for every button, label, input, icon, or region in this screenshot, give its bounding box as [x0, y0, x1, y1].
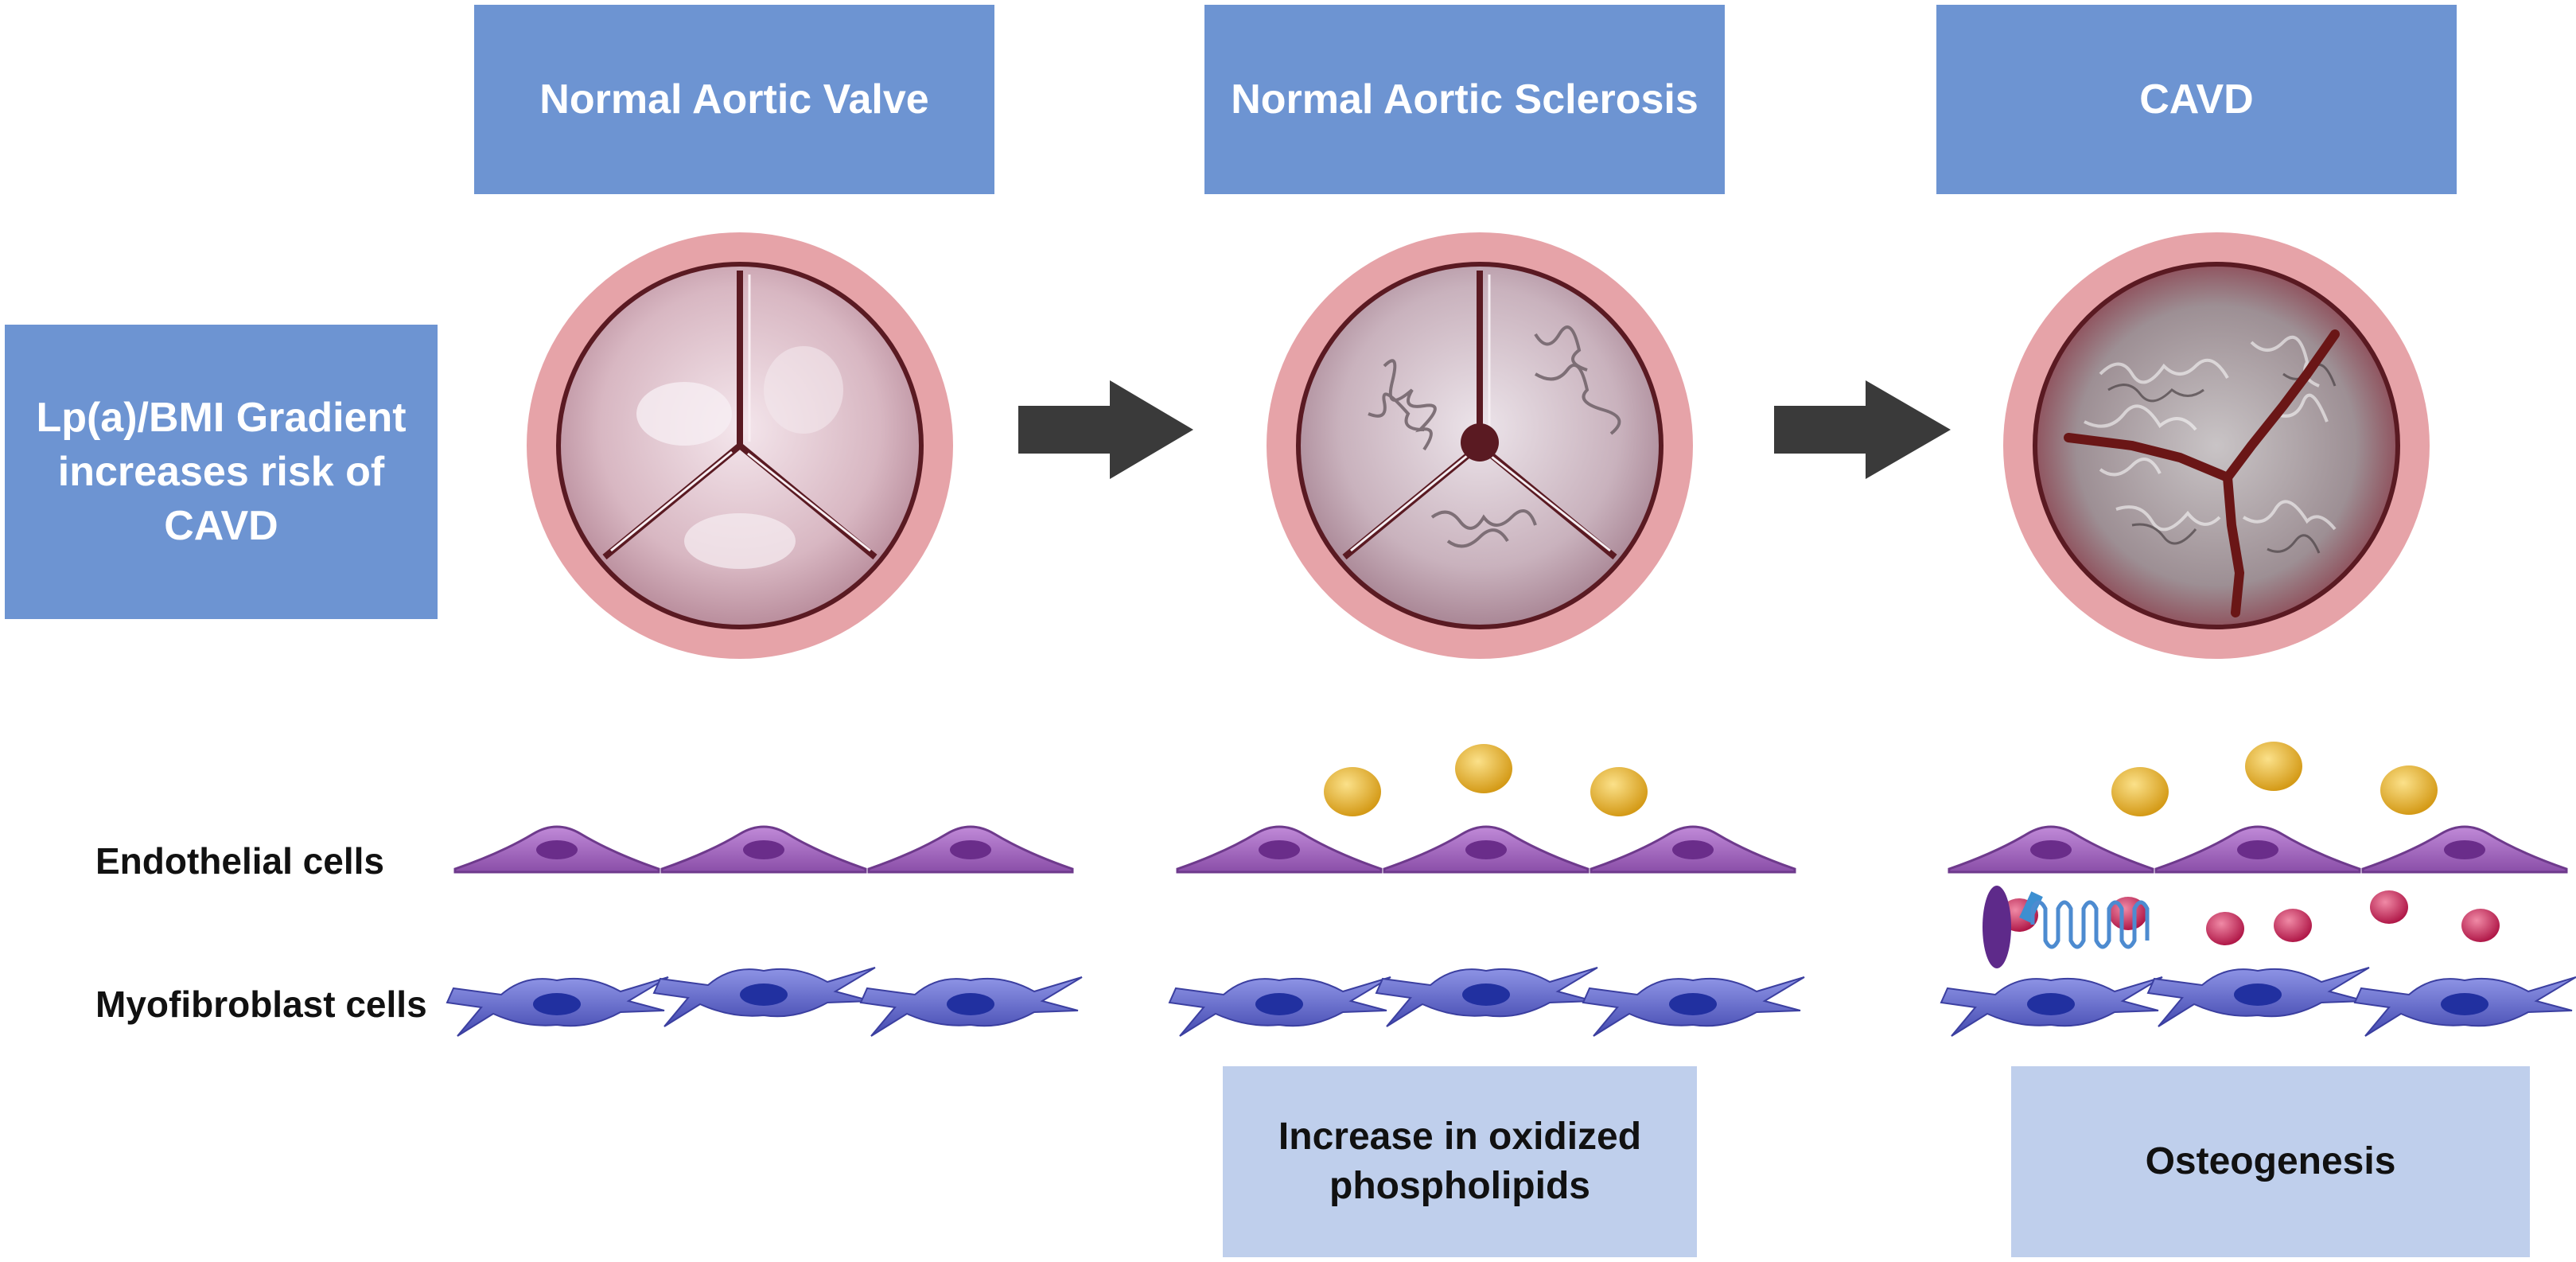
stage-header-sclerosis: Normal Aortic Sclerosis [1204, 5, 1725, 194]
stage-header-normal-valve: Normal Aortic Valve [474, 5, 994, 194]
lipid-particle [2245, 742, 2302, 791]
endothelial-cell [2154, 825, 2361, 874]
endothelial-cell [2361, 825, 2568, 874]
lipid-particle [2111, 767, 2169, 816]
osteogenesis-note: Osteogenesis [2011, 1066, 2530, 1257]
valve-sclerosis [1267, 232, 1693, 659]
membrane-receptor-icon [1983, 886, 2150, 968]
myofibroblast-cell [1375, 967, 1598, 1027]
lipid-particle [1455, 744, 1512, 793]
osteogenic-particle [2274, 909, 2312, 942]
myofibroblast-cells [446, 967, 2576, 1037]
osteogenic-particle [2370, 890, 2408, 924]
myofibroblast-row-label: Myofibroblast cells [95, 984, 427, 1025]
endothelial-cells [453, 825, 2568, 874]
lipid-particle [2380, 765, 2438, 815]
osteogenic-particle [2461, 909, 2500, 942]
myofibroblast-cell [1582, 976, 1805, 1037]
osteogenic-particles [2000, 890, 2500, 945]
endothelial-cell [1948, 825, 2154, 874]
myofibroblast-cell [2146, 967, 2370, 1027]
valve-normal [527, 232, 953, 659]
myofibroblast-cell [859, 976, 1083, 1037]
stage-header-cavd: CAVD [1936, 5, 2457, 194]
valve-cavd [2003, 232, 2430, 659]
endothelial-cell [1383, 825, 1590, 874]
myofibroblast-cell [652, 967, 876, 1027]
endothelial-cell [453, 825, 660, 874]
arrow-right-icon [1018, 380, 1193, 479]
oxidized-phospholipids-note: Increase in oxidized phospholipids [1223, 1066, 1697, 1257]
endothelial-cell [1176, 825, 1383, 874]
lipid-particles [1324, 742, 2438, 816]
endothelial-row-label: Endothelial cells [95, 840, 384, 882]
risk-gradient-label: Lp(a)/BMI Gradient increases risk of CAV… [5, 325, 438, 619]
arrow-right-icon [1774, 380, 1951, 479]
endothelial-cell [867, 825, 1074, 874]
osteogenic-particle [2206, 912, 2244, 945]
lipid-particle [1590, 767, 1648, 816]
myofibroblast-cell [446, 976, 669, 1037]
myofibroblast-cell [1940, 976, 2163, 1037]
lipid-particle [1324, 767, 1381, 816]
endothelial-cell [660, 825, 867, 874]
myofibroblast-cell [2353, 976, 2576, 1037]
endothelial-cell [1590, 825, 1796, 874]
myofibroblast-cell [1168, 976, 1391, 1037]
